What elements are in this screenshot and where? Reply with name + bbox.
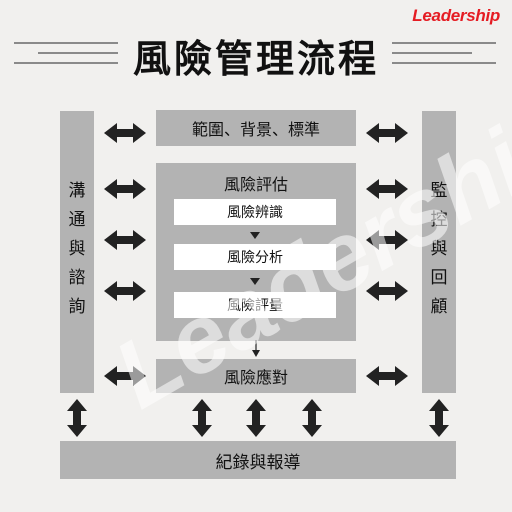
monitoring-char: 與 bbox=[430, 239, 448, 259]
risk-identification-box: 風險辨識 bbox=[174, 199, 336, 225]
double-arrow-icon bbox=[104, 123, 146, 143]
scope-context-criteria-box: 範圍、背景、標準 bbox=[156, 110, 356, 146]
decor-line bbox=[14, 42, 118, 44]
double-arrow-icon bbox=[366, 179, 408, 199]
monitoring-review-box: 監 控 與 回 顧 bbox=[422, 111, 456, 393]
communication-consultation-box: 溝 通 與 諮 詢 bbox=[60, 111, 94, 393]
double-arrow-icon bbox=[366, 230, 408, 250]
risk-analysis-box: 風險分析 bbox=[174, 244, 336, 270]
decor-line bbox=[392, 42, 496, 44]
vertical-double-arrow-icon bbox=[192, 399, 212, 437]
vertical-double-arrow-icon bbox=[302, 399, 322, 437]
decor-line bbox=[392, 62, 496, 64]
brand-logo: Leadership bbox=[412, 6, 500, 25]
page-title: 風險管理流程 bbox=[132, 37, 379, 81]
risk-assessment-title: 風險評估 bbox=[223, 175, 288, 194]
double-arrow-icon bbox=[104, 281, 146, 301]
double-arrow-icon bbox=[366, 123, 408, 143]
communication-char: 溝 bbox=[68, 181, 86, 201]
recording-reporting-box: 紀錄與報導 bbox=[60, 441, 456, 479]
down-arrow-icon bbox=[252, 340, 260, 357]
vertical-double-arrow-icon bbox=[246, 399, 266, 437]
monitoring-char: 控 bbox=[430, 210, 448, 230]
monitoring-char: 監 bbox=[430, 181, 448, 201]
communication-char: 與 bbox=[68, 239, 86, 259]
communication-char: 通 bbox=[68, 210, 86, 230]
down-arrow-icon bbox=[250, 232, 260, 239]
vertical-double-arrow-icon bbox=[67, 399, 87, 437]
double-arrow-icon bbox=[104, 179, 146, 199]
decor-line bbox=[38, 52, 118, 54]
double-arrow-icon bbox=[104, 230, 146, 250]
communication-char: 諮 bbox=[68, 268, 86, 288]
risk-treatment-box: 風險應對 bbox=[156, 359, 356, 393]
decor-line bbox=[392, 52, 472, 54]
down-arrow-icon bbox=[250, 278, 260, 285]
double-arrow-icon bbox=[366, 281, 408, 301]
communication-char: 詢 bbox=[68, 297, 86, 317]
decor-line bbox=[14, 62, 118, 64]
vertical-double-arrow-icon bbox=[429, 399, 449, 437]
monitoring-char: 顧 bbox=[430, 297, 448, 317]
double-arrow-icon bbox=[366, 366, 408, 386]
risk-evaluation-box: 風險評量 bbox=[174, 292, 336, 318]
double-arrow-icon bbox=[104, 366, 146, 386]
monitoring-char: 回 bbox=[430, 268, 448, 288]
